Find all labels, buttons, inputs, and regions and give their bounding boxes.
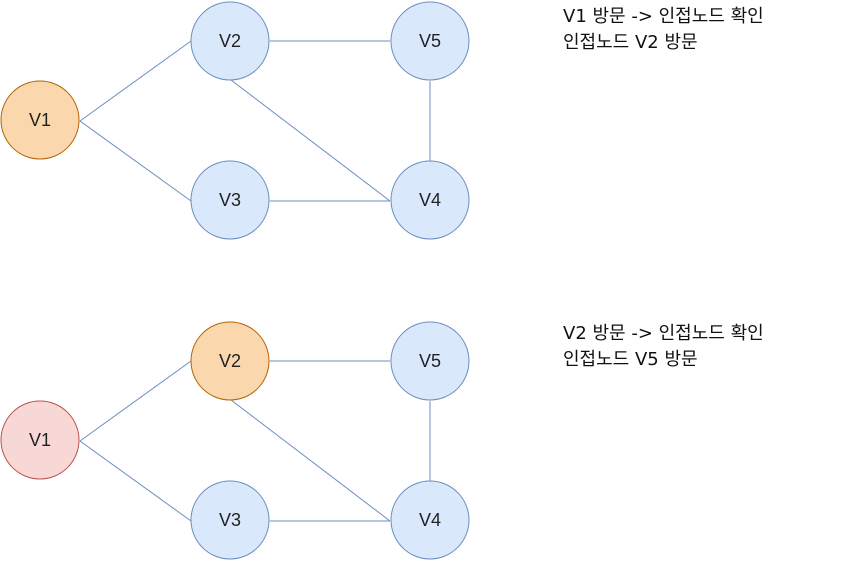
step-2-caption-line-1: V2 방문 -> 인접노드 확인 [563,323,764,344]
step-2-caption-line-2: 인접노드 V5 방문 [563,349,698,370]
node-v5 [390,321,470,401]
node-label-v4: V4 [419,510,441,530]
step-1-caption-line-1: V1 방문 -> 인접노드 확인 [563,6,764,27]
node-v4 [390,480,470,560]
node-label-v2: V2 [219,31,241,51]
node-v1 [0,80,80,160]
node-label-v5: V5 [419,31,441,51]
edge-v2-v4 [230,399,391,522]
node-v3 [190,160,270,240]
node-v4 [390,160,470,240]
edge-v1-v2 [79,360,192,442]
node-v2 [190,1,270,81]
edge-v1-v2 [79,40,192,122]
step-1-caption-line-2: 인접노드 V2 방문 [563,32,698,53]
step-1-caption: V1 방문 -> 인접노드 확인 인접노드 V2 방문 [563,4,764,56]
node-label-v2: V2 [219,351,241,371]
node-label-v1: V1 [29,430,51,450]
node-label-v3: V3 [219,190,241,210]
node-v3 [190,480,270,560]
node-label-v4: V4 [419,190,441,210]
edge-v1-v3 [79,440,192,522]
node-v1 [0,400,80,480]
node-v5 [390,1,470,81]
step-2-caption: V2 방문 -> 인접노드 확인 인접노드 V5 방문 [563,321,764,373]
edge-v1-v3 [79,120,192,202]
edge-v2-v4 [230,79,391,202]
node-label-v3: V3 [219,510,241,530]
node-v2 [190,321,270,401]
node-label-v5: V5 [419,351,441,371]
node-label-v1: V1 [29,110,51,130]
